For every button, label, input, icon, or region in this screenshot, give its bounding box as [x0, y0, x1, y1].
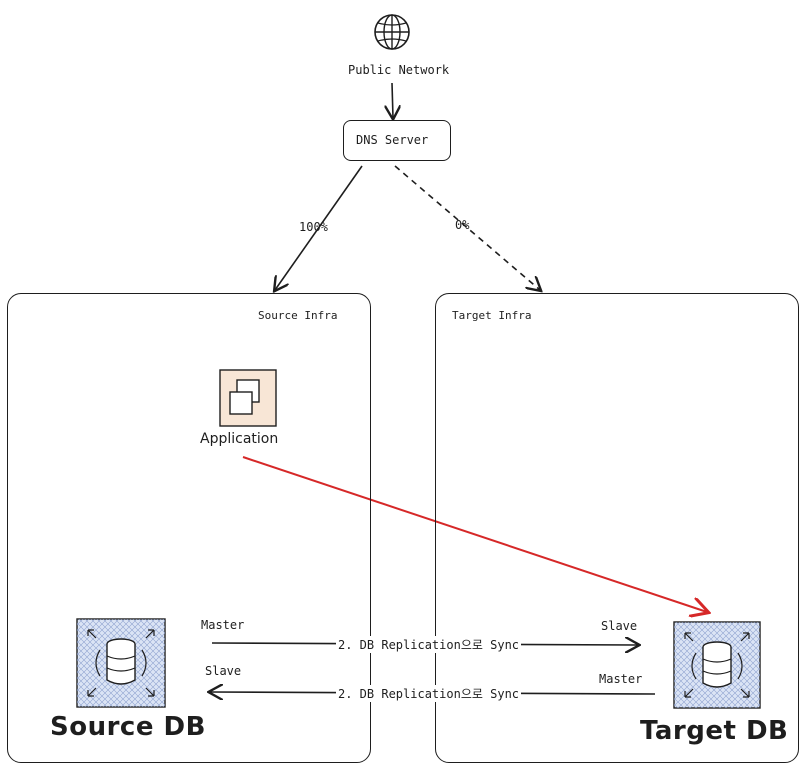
- percent-source-label: 100%: [299, 220, 328, 234]
- target-infra-label: Target Infra: [452, 309, 532, 322]
- dns-server-node: [343, 120, 451, 161]
- repl-top-source-role: Master: [201, 618, 245, 632]
- arrow-public-to-dns: [392, 82, 393, 118]
- dns-server-label: DNS Server: [356, 133, 429, 147]
- repl-top-label: 2. DB Replication으로 Sync: [336, 636, 522, 653]
- repl-top-target-role: Slave: [601, 619, 638, 633]
- arrow-dns-to-target: [394, 165, 540, 290]
- repl-bottom-label: 2. DB Replication으로 Sync: [336, 685, 522, 702]
- percent-target-label: 0%: [455, 218, 470, 232]
- repl-bottom-source-role: Slave: [205, 664, 242, 678]
- globe-icon: [374, 14, 410, 50]
- source-infra-group: [7, 293, 371, 763]
- source-infra-label: Source Infra: [258, 309, 338, 322]
- source-db-icon: [76, 618, 166, 708]
- application-label: Application: [200, 431, 279, 447]
- target-db-icon: [673, 621, 761, 709]
- arrow-dns-to-source: [275, 165, 363, 290]
- source-db-label: Source DB: [50, 712, 206, 742]
- target-infra-group: [435, 293, 799, 763]
- public-network-label: Public Network: [348, 63, 450, 77]
- application-icon: [219, 369, 277, 427]
- repl-bottom-target-role: Master: [599, 672, 643, 686]
- target-db-label: Target DB: [640, 716, 789, 746]
- arrow-app-to-target-db: [242, 456, 707, 612]
